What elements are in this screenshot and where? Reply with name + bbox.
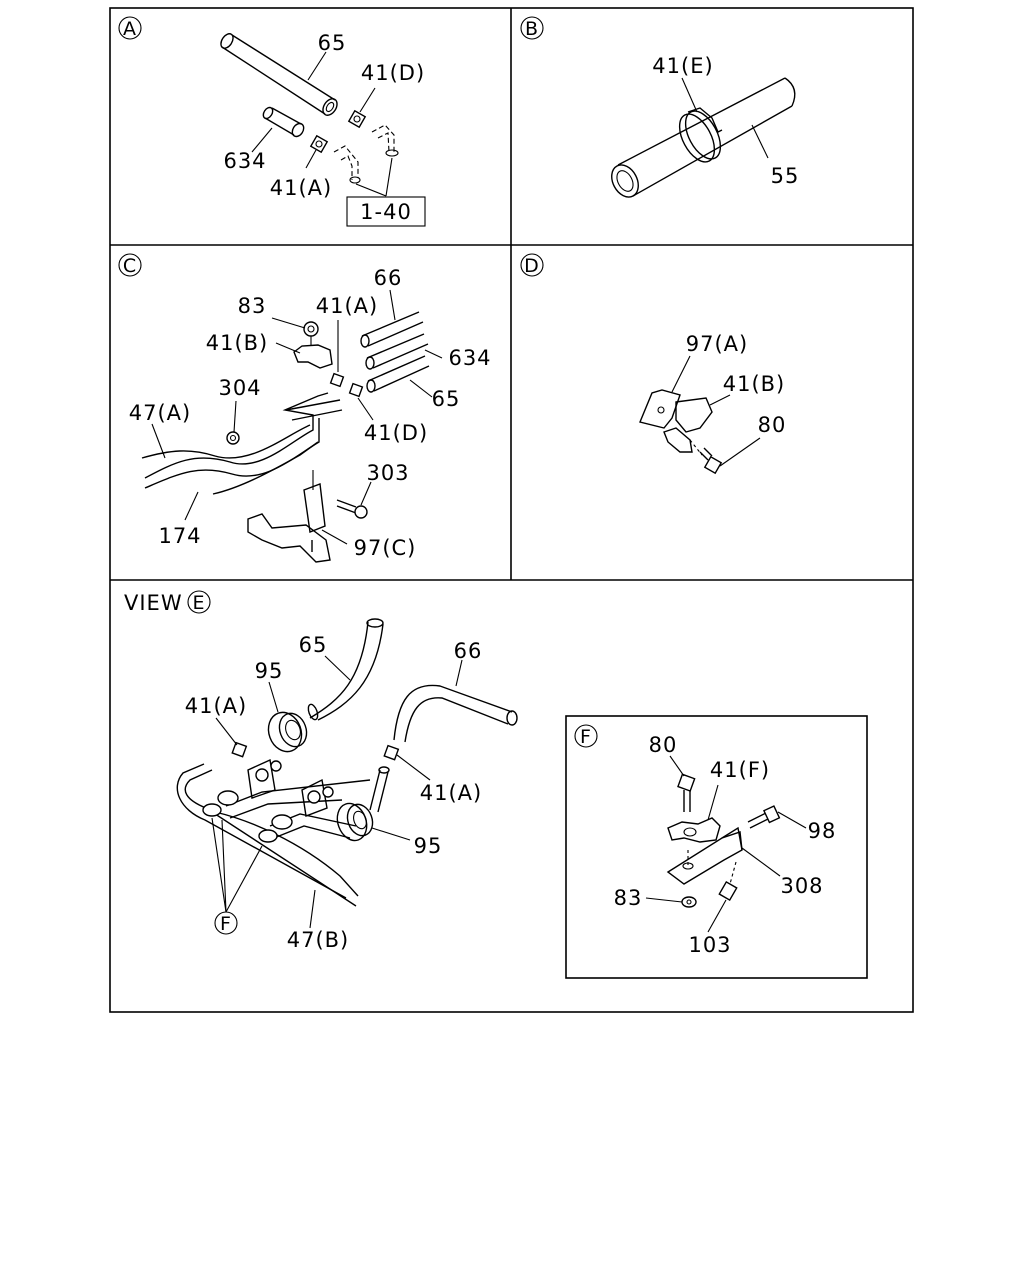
nut-83-f-drawing xyxy=(681,896,697,908)
bolt-80-drawing xyxy=(689,439,723,475)
panel-d-leaders xyxy=(671,355,761,467)
panel-f-letter-badge: F xyxy=(574,724,598,748)
panel-f-letter: F xyxy=(580,726,592,748)
label-c-83: 83 xyxy=(238,294,267,318)
bracket-97a-drawing xyxy=(639,389,681,429)
clamp-41a-drawing xyxy=(309,134,329,154)
label-d-97a: 97(A) xyxy=(686,332,748,356)
hoses-66-634-65-drawing xyxy=(360,311,430,393)
label-b-55: 55 xyxy=(771,164,800,188)
panel-d: D 97(A) 41(B) 80 xyxy=(520,253,787,475)
label-f-308: 308 xyxy=(780,874,823,898)
clamp-41b-drawing xyxy=(293,321,333,369)
panel-f-detail: F xyxy=(565,715,868,979)
panel-c: C xyxy=(118,253,491,563)
label-a-41a: 41(A) xyxy=(270,176,332,200)
label-c-97c: 97(C) xyxy=(354,536,417,560)
clamp-41e-drawing xyxy=(678,107,723,163)
elbow-pipes-dashed xyxy=(333,124,399,184)
label-e-f: F xyxy=(220,913,232,935)
reference-box xyxy=(346,196,426,227)
grommet-95-right-drawing xyxy=(336,802,374,842)
label-a-634: 634 xyxy=(223,149,266,173)
label-f-41f: 41(F) xyxy=(710,758,770,782)
label-d-80: 80 xyxy=(758,413,787,437)
pipe-47b-drawing xyxy=(176,763,390,907)
label-e-95-right: 95 xyxy=(414,834,443,858)
label-c-41d: 41(D) xyxy=(364,421,428,445)
clamp-41d-drawing xyxy=(347,109,367,129)
label-c-174: 174 xyxy=(158,524,201,548)
label-f-98: 98 xyxy=(808,819,837,843)
label-a-65: 65 xyxy=(318,31,347,55)
label-e-66: 66 xyxy=(454,639,483,663)
label-d-41b: 41(B) xyxy=(723,372,786,396)
bracket-308-drawing xyxy=(666,826,743,885)
label-c-41b: 41(B) xyxy=(206,331,269,355)
label-c-634: 634 xyxy=(448,346,491,370)
label-e-95-top: 95 xyxy=(255,659,284,683)
clamps-41a-e-drawing xyxy=(202,741,400,843)
panel-frames xyxy=(109,7,914,1013)
panel-b-letter-badge: B xyxy=(520,16,544,40)
label-c-47a: 47(A) xyxy=(129,401,191,425)
hose-65-e-drawing xyxy=(307,618,384,721)
bolt-80-f-drawing xyxy=(677,773,696,812)
label-e-47b: 47(B) xyxy=(287,928,350,952)
callout-f-badge: F xyxy=(214,911,238,935)
label-f-103: 103 xyxy=(688,933,731,957)
panel-e-letter-badge: E xyxy=(187,590,211,614)
label-f-83: 83 xyxy=(614,886,643,910)
label-c-66: 66 xyxy=(374,266,403,290)
label-c-304: 304 xyxy=(218,376,261,400)
label-f-80: 80 xyxy=(649,733,678,757)
nut-304-drawing xyxy=(226,431,240,445)
view-label: VIEW xyxy=(124,591,183,615)
panel-d-letter: D xyxy=(524,255,540,277)
panel-a-leaders xyxy=(251,51,393,197)
label-e-65: 65 xyxy=(299,633,328,657)
label-e-41a-right: 41(A) xyxy=(420,781,482,805)
clamp-41b-d-drawing xyxy=(663,397,713,453)
panel-e-view: VIEW E xyxy=(124,590,518,952)
label-c-303: 303 xyxy=(366,461,409,485)
panel-a: A xyxy=(118,16,426,227)
panel-e-letter: E xyxy=(192,592,205,614)
pipe-55-drawing xyxy=(611,77,796,198)
hose-65-drawing xyxy=(220,33,338,116)
clamp-41a-small xyxy=(329,372,364,398)
hose-634-drawing xyxy=(262,106,305,138)
nut-103-drawing xyxy=(718,861,738,902)
label-c-41a: 41(A) xyxy=(316,294,378,318)
label-c-65: 65 xyxy=(432,387,461,411)
panel-a-letter: A xyxy=(123,18,137,40)
panel-b: B 41(E) 55 xyxy=(520,16,800,198)
panel-d-letter-badge: D xyxy=(520,253,544,277)
bolt-98-drawing xyxy=(747,805,781,829)
panel-e-leaders xyxy=(211,655,463,929)
clamp-41f-drawing xyxy=(667,817,721,843)
panel-f-leaders xyxy=(645,755,807,933)
hose-66-e-drawing xyxy=(393,684,518,743)
panel-b-leaders xyxy=(681,77,769,159)
label-b-41e: 41(E) xyxy=(652,54,713,78)
panel-f-frame xyxy=(565,715,868,979)
label-a-reference: 1-40 xyxy=(360,200,412,224)
grommet-95-top-drawing xyxy=(267,711,308,753)
label-e-41a-left: 41(A) xyxy=(185,694,247,718)
panel-a-letter-badge: A xyxy=(118,16,142,40)
bracket-97c-drawing xyxy=(247,470,368,563)
panel-c-letter-badge: C xyxy=(118,253,142,277)
pipe-47a-drawing xyxy=(141,392,343,495)
panel-b-letter: B xyxy=(525,18,539,40)
panel-c-leaders xyxy=(151,289,443,545)
panel-c-letter: C xyxy=(123,255,137,277)
label-a-41d: 41(D) xyxy=(361,61,425,85)
